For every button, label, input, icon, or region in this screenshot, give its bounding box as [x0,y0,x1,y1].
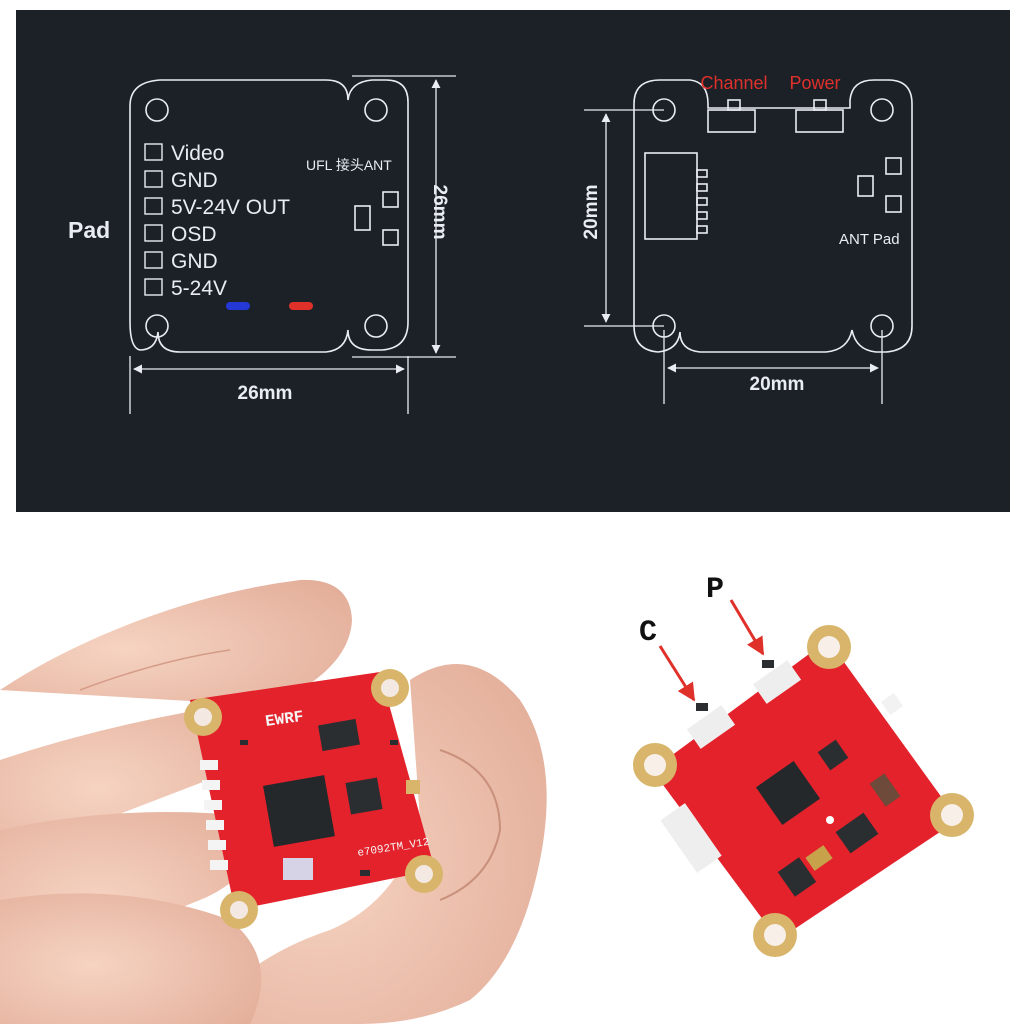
blue-led-indicator [226,302,250,310]
pad-label-gnd-1: GND [171,169,218,192]
board-brand-text: EWRF [264,708,305,731]
pad-squares [144,143,163,296]
left-pcb-board: EWRF e7092TM_V12 [184,669,443,929]
right-board-outline [633,79,913,353]
right-height-dimension: 20mm [581,185,602,240]
pad-label-5v-24v-out: 5V-24V OUT [171,196,290,219]
pad-label-gnd-2: GND [171,250,218,273]
pad-label-osd: OSD [171,223,217,246]
left-height-dimension: 26mm [429,185,450,240]
left-width-dimension: 26mm [238,383,293,404]
ufl-antenna-label: UFL 接头ANT [306,157,392,173]
cp-callouts [658,599,765,702]
pad-label-video: Video [171,142,224,165]
pad-labels: Video GND 5V-24V OUT OSD GND 5-24V [171,142,290,300]
pad-side-label: Pad [68,217,110,243]
left-dimension-lines [129,75,456,414]
pad-label-5-24v: 5-24V [171,277,227,300]
power-button-label: Power [789,73,840,93]
right-pcb-board [633,625,974,957]
channel-button-label: Channel [700,73,767,93]
right-dimension-lines [584,109,883,404]
left-board-outline [129,79,409,353]
dark-panel [16,10,1010,512]
ant-pad-label: ANT Pad [839,231,900,248]
right-width-dimension: 20mm [750,374,805,395]
red-led-indicator [289,302,313,310]
channel-button-callout-label: C [639,616,657,650]
power-button-callout-label: P [706,573,724,607]
